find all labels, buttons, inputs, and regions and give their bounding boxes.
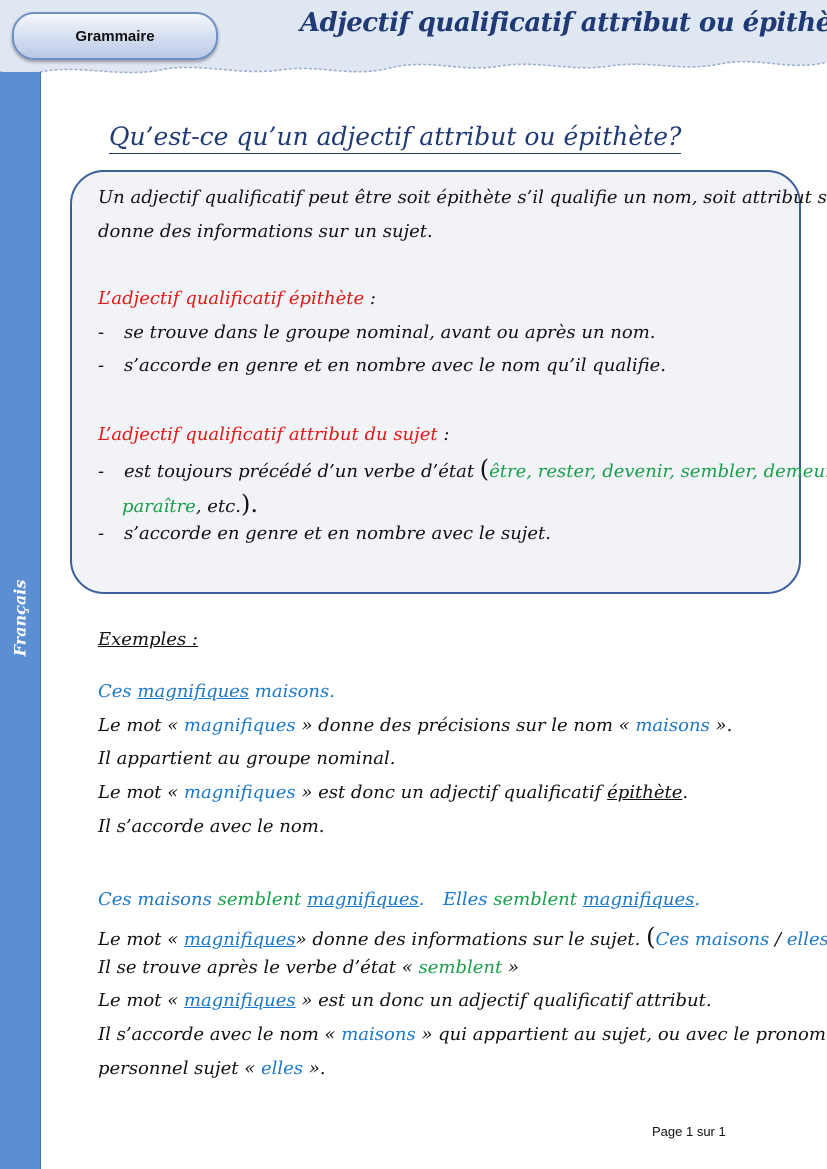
section-heading: Qu’est-ce qu’un adjectif attribut ou épi…: [109, 122, 682, 154]
ex1-l3-mid: » est donc un adjectif qualificatif: [295, 782, 608, 803]
ex2-l2-verb: semblent: [418, 957, 503, 978]
ex2-l1-subject-1: Ces maisons: [655, 929, 770, 950]
header-band: Grammaire Adjectif qualificatif attribut…: [0, 0, 827, 82]
ex2-l5-start: personnel sujet «: [98, 1058, 261, 1079]
example-2-line-4: Il s’accorde avec le nom « maisons » qui…: [98, 1024, 826, 1045]
ex1-l1-mid: » donne des précisions sur le nom «: [295, 715, 636, 736]
ex1-l1-adjective: magnifiques: [183, 715, 296, 736]
paren-close: ).: [240, 490, 258, 518]
example-2-line-3: Le mot « magnifiques » est un donc un ad…: [98, 990, 712, 1011]
epithete-heading: L’adjectif qualificatif épithète :: [98, 288, 376, 309]
attribut-point-1-cont: paraître, etc.).: [122, 490, 258, 518]
ex2-l5-pronoun: elles: [260, 1058, 303, 1079]
ex1-l3-end: .: [682, 782, 689, 803]
page-number: Page 1 sur 1: [652, 1124, 726, 1139]
rule-intro-line-1: Un adjectif qualificatif peut être soit …: [98, 187, 827, 208]
ex2-p2-verb: semblent: [493, 889, 577, 910]
epithete-point-1: -se trouve dans le groupe nominal, avant…: [98, 322, 656, 343]
epithete-title: L’adjectif qualificatif épithète: [98, 288, 365, 309]
paren-open: (: [479, 455, 490, 483]
example-2-phrase-2: Elles semblent magnifiques.: [443, 889, 700, 910]
ex1-phrase-end: maisons.: [249, 681, 335, 702]
ex2-l4-noun: maisons: [341, 1024, 416, 1045]
epithete-point-2-text: s’accorde en genre et en nombre avec le …: [124, 355, 666, 376]
rule-box: [70, 170, 801, 594]
ex2-l1-mid: » donne des informations sur le sujet.: [295, 929, 647, 950]
example-2-line-2: Il se trouve après le verbe d’état « sem…: [98, 957, 519, 978]
example-1-line-2: Il appartient au groupe nominal.: [98, 748, 396, 769]
examples-heading: Exemples :: [98, 629, 198, 650]
ex2-p1-verb: semblent: [217, 889, 302, 910]
example-1-line-4: Il s’accorde avec le nom.: [98, 816, 325, 837]
example-2-phrase-1: Ces maisons semblent magnifiques.: [98, 889, 424, 910]
sidebar: [0, 72, 41, 1169]
ex2-l3-adjective: magnifiques: [183, 990, 296, 1011]
attribut-point-1: -est toujours précédé d’un verbe d’état …: [98, 455, 827, 483]
epithete-colon: :: [364, 288, 376, 309]
attribut-point-1-text: est toujours précédé d’un verbe d’état: [124, 461, 480, 482]
ex2-p2-start: Elles: [443, 889, 494, 910]
example-2-line-1: Le mot « magnifiques» donne des informat…: [98, 923, 827, 951]
example-1-line-3: Le mot « magnifiques » est donc un adjec…: [98, 782, 688, 803]
ex2-l1-subject-2: elles: [786, 929, 827, 950]
ex2-l4-end: » qui appartient au sujet, ou avec le pr…: [415, 1024, 826, 1045]
ex2-l2-end: »: [502, 957, 519, 978]
epithete-point-1-text: se trouve dans le groupe nominal, avant …: [124, 322, 656, 343]
bullet-dash: -: [98, 322, 105, 343]
example-1-phrase: Ces magnifiques maisons.: [98, 681, 335, 702]
attribut-point-2: -s’accorde en genre et en nombre avec le…: [98, 523, 551, 544]
ex1-phrase-adjective: magnifiques: [137, 681, 250, 702]
state-verb-paraitre: paraître: [122, 496, 196, 517]
ex2-p2-adjective: magnifiques: [582, 889, 695, 910]
ex1-l1-start: Le mot «: [98, 715, 184, 736]
bullet-dash: -: [98, 355, 105, 376]
example-2-line-5: personnel sujet « elles ».: [98, 1058, 325, 1079]
ex1-l1-noun: maisons: [635, 715, 710, 736]
attribut-point-2-text: s’accorde en genre et en nombre avec le …: [124, 523, 551, 544]
ex1-phrase-start: Ces: [98, 681, 138, 702]
bullet-dash: -: [98, 523, 105, 544]
ex2-l3-start: Le mot «: [98, 990, 184, 1011]
ex2-p1-end: .: [418, 889, 425, 910]
ex1-l3-term: épithète: [607, 782, 683, 803]
attribut-heading: L’adjectif qualificatif attribut du suje…: [98, 424, 449, 445]
rule-intro-line-2: donne des informations sur un sujet.: [98, 221, 433, 242]
example-1-line-1: Le mot « magnifiques » donne des précisi…: [98, 715, 732, 736]
attribut-colon: :: [437, 424, 450, 445]
etc-text: , etc.: [195, 496, 241, 517]
document-title: Adjectif qualificatif attribut ou épithè…: [300, 8, 827, 38]
ex2-l2-start: Il se trouve après le verbe d’état «: [98, 957, 419, 978]
ex2-l1-separator: /: [769, 929, 787, 950]
ex2-l1-adjective: magnifiques: [183, 929, 296, 950]
epithete-point-2: -s’accorde en genre et en nombre avec le…: [98, 355, 666, 376]
ex2-l3-end: » est un donc un adjectif qualificatif a…: [295, 990, 712, 1011]
ex1-l3-start: Le mot «: [98, 782, 184, 803]
ex2-l4-start: Il s’accorde avec le nom «: [98, 1024, 342, 1045]
bullet-dash: -: [98, 461, 105, 482]
ex1-l1-end: ».: [709, 715, 733, 736]
ex2-p1-start: Ces maisons: [98, 889, 218, 910]
paren-open: (: [646, 923, 656, 951]
ex2-p1-adjective: magnifiques: [307, 889, 419, 910]
attribut-title: L’adjectif qualificatif attribut du suje…: [98, 424, 438, 445]
ex2-p2-end: .: [694, 889, 701, 910]
sidebar-label: Français: [10, 579, 30, 657]
grammaire-badge: Grammaire: [12, 12, 218, 60]
ex2-l1-start: Le mot «: [98, 929, 184, 950]
ex1-l3-adjective: magnifiques: [183, 782, 296, 803]
state-verbs-list: être, rester, devenir, sembler, demeurer…: [489, 461, 827, 482]
ex2-l5-end: ».: [303, 1058, 326, 1079]
